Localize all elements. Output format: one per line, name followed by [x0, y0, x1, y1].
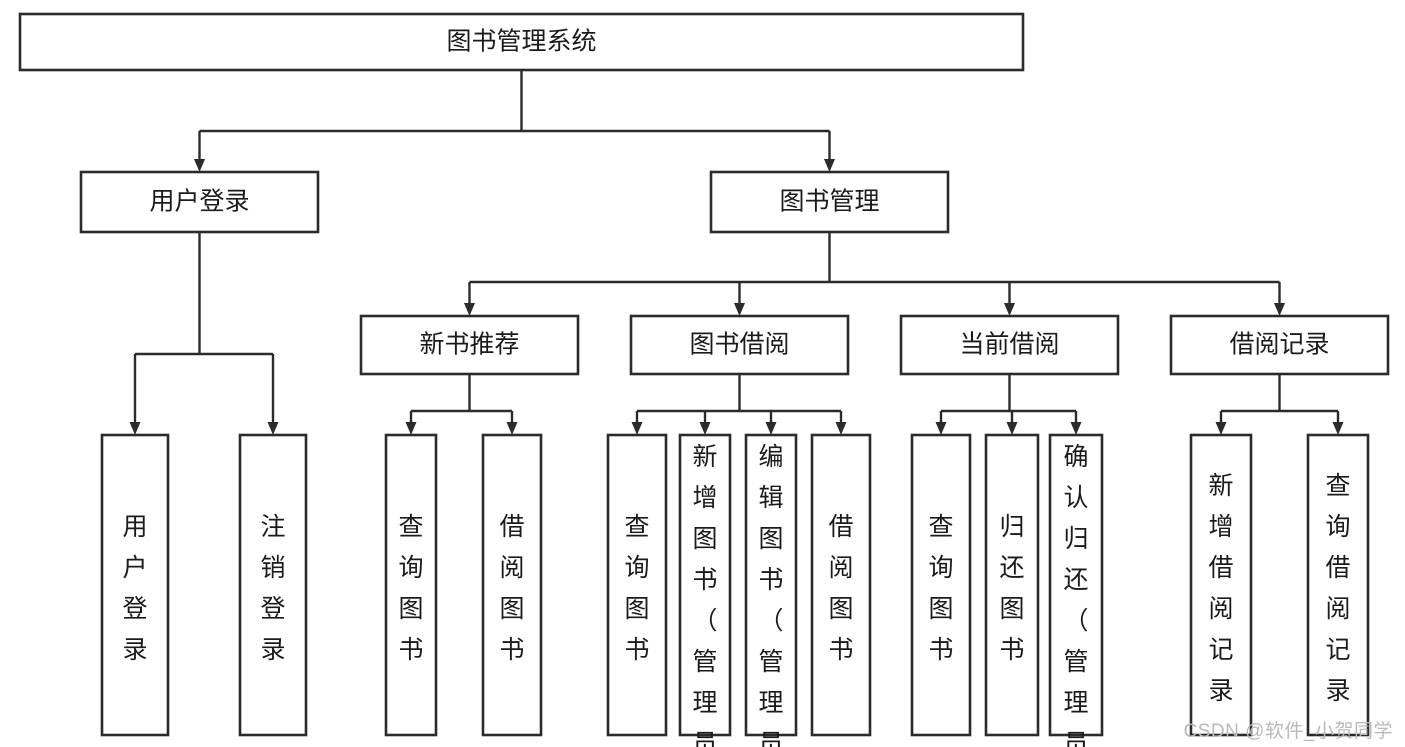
node-label-user-login: 用户登录: [149, 188, 249, 216]
node-box-bb-borrow-book: [810, 433, 872, 737]
node-label-book-management: 图书管理: [779, 188, 879, 216]
node-box-bb-add-book: [678, 433, 732, 737]
connector-group-root: [194, 70, 835, 172]
connector-group-book-management: [464, 232, 1285, 316]
node-box-root: [18, 12, 1025, 72]
node-label-current-borrow: 当前借阅: [959, 331, 1059, 359]
node-box-cb-query-book: [910, 433, 972, 737]
node-cb-confirm-return[interactable]: 确认归还（管理员）: [1048, 433, 1104, 747]
node-box-user-login-leaf: [100, 433, 170, 737]
node-book-management[interactable]: 图书管理: [709, 170, 950, 234]
arrow-head-borrow-record: [1274, 303, 1285, 316]
node-label-cb-confirm-return: 确认归还（管理员）: [1063, 443, 1088, 747]
node-new-book-recommend[interactable]: 新书推荐: [359, 314, 580, 376]
node-book-borrow[interactable]: 图书借阅: [629, 314, 850, 376]
node-box-nbr-borrow-book: [481, 433, 543, 737]
connector-group-new-book-recommend: [405, 374, 518, 435]
node-box-user-logout-leaf: [238, 433, 308, 737]
node-box-bb-query-book: [606, 433, 668, 737]
node-br-add-record[interactable]: 新增借阅记录: [1189, 433, 1253, 737]
connector-group-book-borrow: [631, 374, 847, 435]
arrow-head-user-login-leaf: [129, 422, 141, 435]
node-label-br-add-record: 新增借阅记录: [1208, 472, 1233, 705]
arrow-head-bb-query-book: [631, 422, 643, 435]
arrow-head-cb-confirm-return: [1070, 422, 1082, 435]
connector-layer: [129, 70, 1344, 435]
node-bb-query-book[interactable]: 查询图书: [606, 433, 668, 737]
node-box-nbr-query-book: [384, 433, 438, 737]
node-label-bb-add-book: 新增图书（管理员）: [692, 443, 717, 747]
node-bb-edit-book[interactable]: 编辑图书（管理员）: [744, 433, 798, 747]
node-user-login-leaf[interactable]: 用户登录: [100, 433, 170, 737]
arrow-head-br-query-record: [1332, 422, 1344, 435]
node-nbr-borrow-book[interactable]: 借阅图书: [481, 433, 543, 737]
node-box-br-add-record: [1189, 433, 1253, 737]
node-user-logout-leaf[interactable]: 注销登录: [238, 433, 308, 737]
arrow-head-current-borrow: [1004, 303, 1015, 316]
node-box-new-book-recommend: [359, 314, 580, 376]
arrow-head-user-logout-leaf: [267, 422, 279, 435]
node-label-root: 图书管理系统: [446, 28, 596, 56]
node-bb-borrow-book[interactable]: 借阅图书: [810, 433, 872, 737]
node-borrow-record[interactable]: 借阅记录: [1169, 314, 1390, 376]
node-label-bb-edit-book: 编辑图书（管理员）: [758, 443, 783, 747]
node-nbr-query-book[interactable]: 查询图书: [384, 433, 438, 737]
arrow-head-cb-return-book: [1006, 422, 1018, 435]
node-box-book-borrow: [629, 314, 850, 376]
node-label-user-logout-leaf: 注销登录: [260, 513, 285, 664]
node-label-book-borrow: 图书借阅: [689, 331, 789, 359]
node-box-current-borrow: [899, 314, 1120, 376]
arrow-head-bb-add-book: [699, 422, 711, 435]
arrow-head-user-login: [194, 159, 205, 172]
node-box-cb-confirm-return: [1048, 433, 1104, 737]
node-box-br-query-record: [1306, 433, 1370, 737]
node-box-bb-edit-book: [744, 433, 798, 737]
node-current-borrow[interactable]: 当前借阅: [899, 314, 1120, 376]
arrow-head-bb-edit-book: [765, 422, 777, 435]
connector-group-user-login: [129, 232, 279, 435]
node-user-login[interactable]: 用户登录: [79, 170, 320, 234]
arrow-head-nbr-borrow-book: [506, 422, 518, 435]
arrow-head-new-book-recommend: [464, 303, 475, 316]
node-label-user-login-leaf: 用户登录: [122, 513, 147, 664]
arrow-head-cb-query-book: [935, 422, 947, 435]
node-label-cb-query-book: 查询图书: [928, 513, 953, 664]
node-label-borrow-record: 借阅记录: [1229, 331, 1329, 359]
node-box-cb-return-book: [984, 433, 1040, 737]
node-label-bb-query-book: 查询图书: [624, 513, 649, 664]
arrow-head-book-management: [824, 159, 835, 172]
connector-group-current-borrow: [935, 374, 1082, 435]
node-layer: 图书管理系统用户登录图书管理新书推荐图书借阅当前借阅借阅记录用户登录注销登录查询…: [18, 12, 1390, 747]
node-cb-return-book[interactable]: 归还图书: [984, 433, 1040, 737]
node-box-borrow-record: [1169, 314, 1390, 376]
arrow-head-bb-borrow-book: [835, 422, 847, 435]
node-box-user-login: [79, 170, 320, 234]
node-label-new-book-recommend: 新书推荐: [419, 331, 519, 359]
node-label-br-query-record: 查询借阅记录: [1325, 472, 1350, 705]
node-bb-add-book[interactable]: 新增图书（管理员）: [678, 433, 732, 747]
node-cb-query-book[interactable]: 查询图书: [910, 433, 972, 737]
arrow-head-nbr-query-book: [405, 422, 417, 435]
node-root[interactable]: 图书管理系统: [18, 12, 1025, 72]
node-box-book-management: [709, 170, 950, 234]
node-label-nbr-borrow-book: 借阅图书: [499, 513, 524, 664]
connector-group-borrow-record: [1215, 374, 1344, 435]
node-label-nbr-query-book: 查询图书: [398, 513, 423, 664]
arrow-head-br-add-record: [1215, 422, 1227, 435]
node-label-bb-borrow-book: 借阅图书: [828, 513, 853, 664]
node-br-query-record[interactable]: 查询借阅记录: [1306, 433, 1370, 737]
arrow-head-book-borrow: [734, 303, 745, 316]
node-label-cb-return-book: 归还图书: [999, 513, 1024, 664]
